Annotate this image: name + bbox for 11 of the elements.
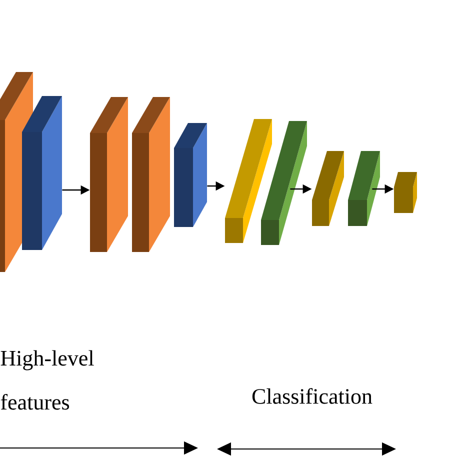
layer-block [348, 151, 380, 226]
section-label: High-level features [0, 350, 94, 410]
layer-block [394, 172, 417, 213]
layer-block [90, 97, 128, 252]
layer-block [312, 151, 344, 226]
layer-block [261, 121, 307, 245]
layer-block [132, 97, 170, 252]
layer-block [22, 96, 62, 250]
layer-block [225, 119, 272, 243]
section-label: Classification [252, 388, 372, 404]
layer-block [174, 123, 207, 227]
